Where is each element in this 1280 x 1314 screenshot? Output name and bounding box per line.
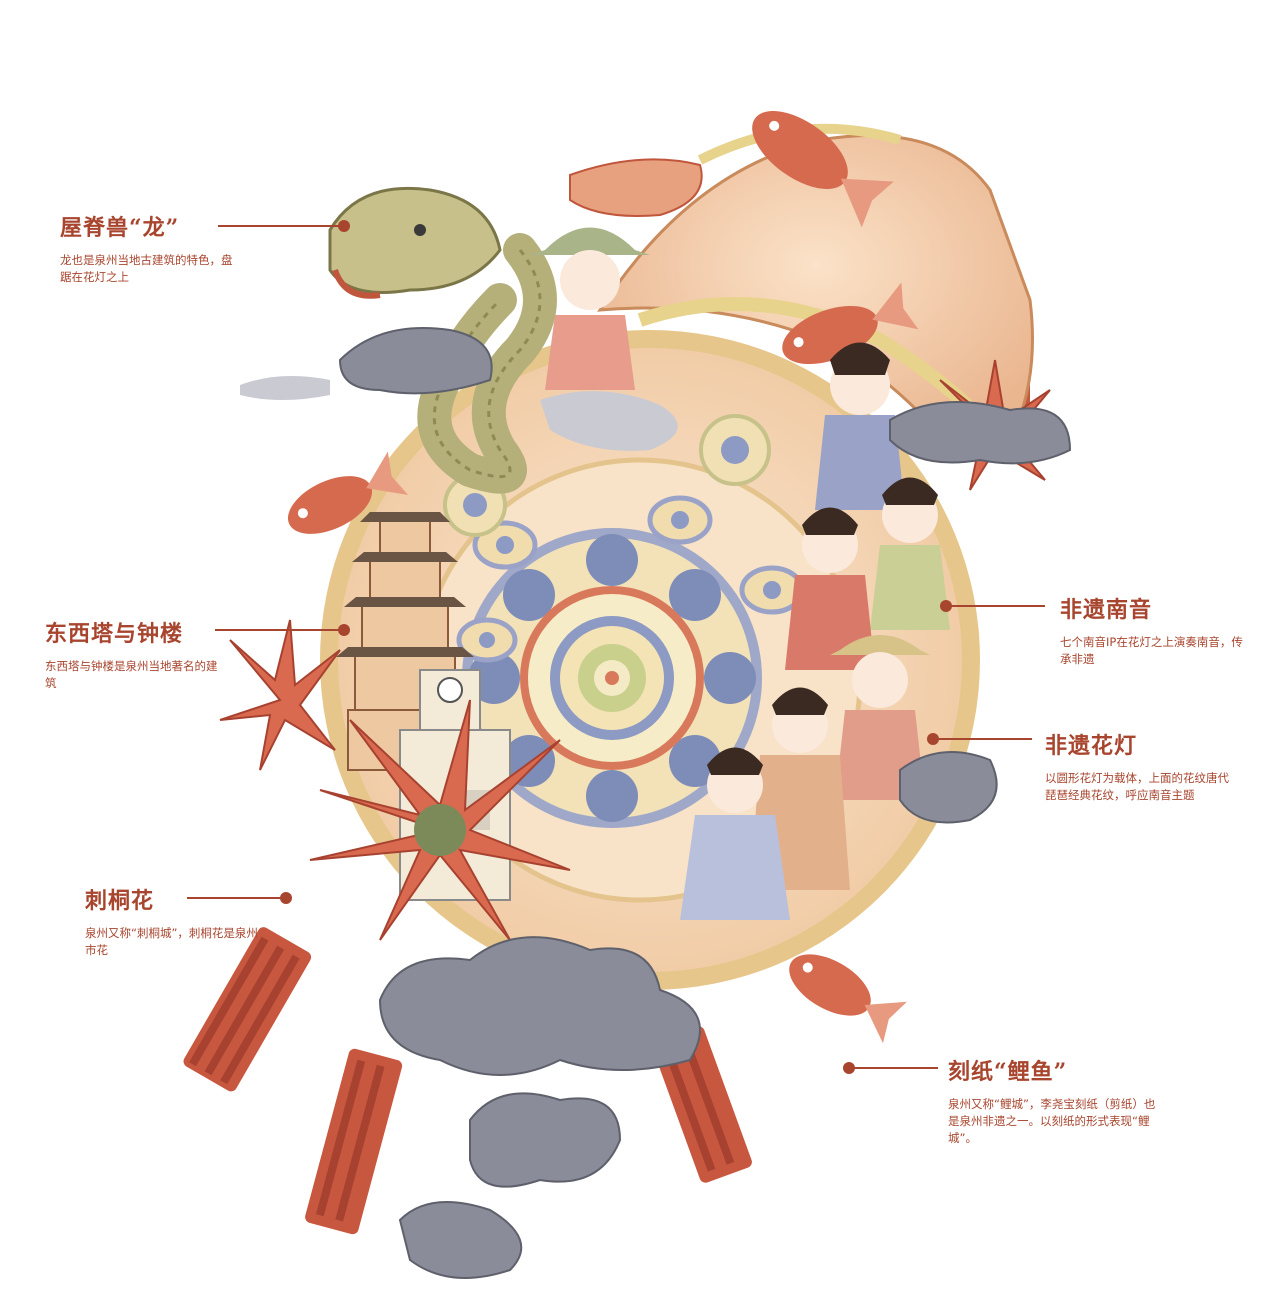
leader-line (187, 897, 282, 899)
marker-dot (940, 600, 952, 612)
annotation-dragon: 屋脊兽“龙” 龙也是泉州当地古建筑的特色，盘踞在花灯之上 (60, 210, 240, 286)
leader-line (950, 605, 1045, 607)
cloud-swirls (338, 327, 1072, 1279)
koi-fish-illustrations (287, 110, 919, 1044)
mandala-pattern (462, 528, 762, 828)
annotation-coral-flower: 刺桐花 泉州又称“刺桐城”，刺桐花是泉州市花 (85, 883, 265, 959)
annotation-description: 以圆形花灯为载体，上面的花纹唐代琵琶经典花纹，呼应南音主题 (1045, 771, 1229, 802)
marker-dot (843, 1062, 855, 1074)
annotation-towers: 东西塔与钟楼 东西塔与钟楼是泉州当地著名的建筑 (45, 616, 225, 692)
annotation-nanyin: 非遗南音 七个南音IP在花灯之上演奏南音，传承非遗 (1060, 592, 1245, 668)
annotation-description: 东西塔与钟楼是泉州当地著名的建筑 (45, 659, 218, 690)
leader-line (218, 225, 340, 227)
lantern-hat (569, 123, 1034, 462)
cloud-swirls-light (240, 376, 678, 451)
leader-line (215, 629, 340, 631)
annotation-description: 泉州又称“鲤城”，李尧宝刻纸（剪纸）也是泉州非遗之一。以刻纸的形式表现“鲤城”。 (948, 1097, 1156, 1145)
peacock-eye-ornaments (443, 414, 805, 663)
annotation-title: 刻纸“鲤鱼” (948, 1059, 1068, 1085)
annotation-paper-carp: 刻纸“鲤鱼” 泉州又称“鲤城”，李尧宝刻纸（剪纸）也是泉州非遗之一。以刻纸的形式… (948, 1054, 1163, 1147)
leader-line (853, 1067, 938, 1069)
nanyin-musician-figures (530, 227, 950, 920)
leader-line (937, 738, 1032, 740)
annotation-lantern: 非遗花灯 以圆形花灯为载体，上面的花纹唐代琵琶经典花纹，呼应南音主题 (1045, 728, 1235, 804)
annotation-title: 非遗花灯 (1045, 733, 1138, 759)
annotation-title: 东西塔与钟楼 (45, 621, 184, 647)
annotation-description: 泉州又称“刺桐城”，刺桐花是泉州市花 (85, 926, 258, 957)
annotation-title: 屋脊兽“龙” (60, 215, 180, 241)
annotation-title: 非遗南音 (1060, 597, 1153, 623)
marker-dot (338, 624, 350, 636)
marker-dot (338, 220, 350, 232)
annotation-description: 七个南音IP在花灯之上演奏南音，传承非遗 (1060, 635, 1243, 666)
marker-dot (927, 733, 939, 745)
annotation-title: 刺桐花 (85, 888, 155, 914)
marker-dot (280, 892, 292, 904)
annotation-description: 龙也是泉州当地古建筑的特色，盘踞在花灯之上 (60, 253, 233, 284)
